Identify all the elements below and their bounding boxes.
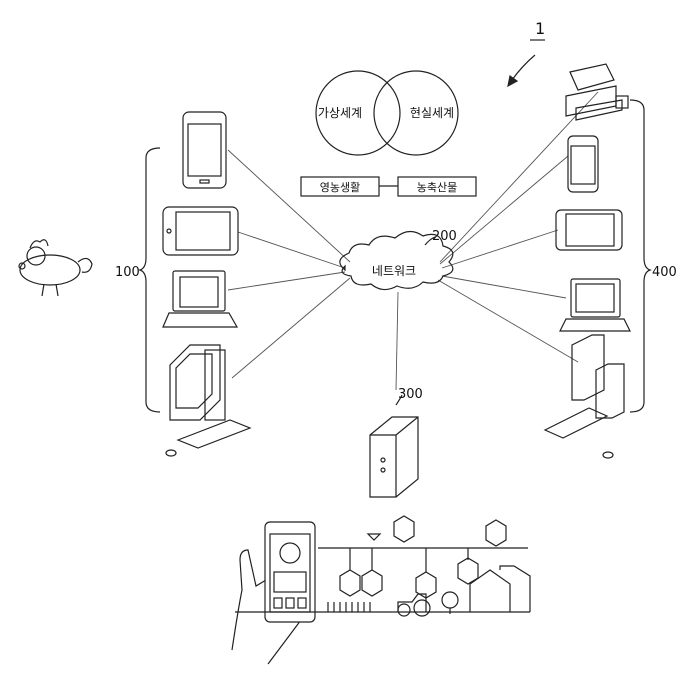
network-label: 네트워크 [372, 264, 416, 278]
box-right-label: 농축산물 [417, 181, 457, 194]
network-ref-leader [424, 236, 436, 246]
right-group-ref-label: 400 [652, 265, 677, 280]
smartphone-icon [567, 135, 599, 193]
pos-terminal-icon [565, 63, 629, 121]
venn-right-label: 현실세계 [410, 106, 454, 120]
farmhouse-icon [469, 565, 531, 612]
smart-farm-illustration [231, 515, 531, 665]
smartphone-icon [182, 111, 227, 189]
network-ref-label: 200 [432, 229, 457, 244]
figure-reference [507, 39, 545, 88]
desktop-computer-icon [165, 344, 252, 457]
smartphone-app-icon [264, 521, 316, 623]
server-ref-leader [395, 394, 403, 406]
right-group-bracket [629, 99, 652, 413]
laptop-icon [162, 270, 239, 328]
cloud-sensor-icon [485, 519, 507, 547]
network-cloud [339, 230, 454, 291]
server-ref-label: 300 [398, 387, 423, 402]
crops-icon [327, 602, 371, 612]
concept-boxes [300, 176, 477, 197]
connection-lines [227, 91, 599, 391]
box-left-label: 영농생활 [320, 180, 360, 194]
left-group-ref-label: 100 [115, 265, 140, 280]
chicken-mascot-icon [18, 239, 93, 297]
tablet-icon [162, 206, 239, 256]
monitor-icon [457, 557, 479, 585]
laptop-icon [559, 278, 631, 332]
desktop-computer-icon [543, 334, 625, 459]
tree-icon [441, 591, 459, 609]
server-icon [369, 394, 419, 498]
left-group-bracket [138, 147, 161, 413]
drone-hex-icon [393, 515, 415, 543]
water-drop-icon [361, 569, 383, 597]
tablet-icon [555, 209, 623, 251]
drone-icon [366, 533, 382, 541]
venn-diagram [315, 70, 459, 156]
figure-ref-label: 1 [535, 19, 545, 38]
sensor-icon [339, 569, 361, 597]
tractor-icon [397, 593, 427, 612]
venn-left-label: 가상세계 [318, 106, 362, 120]
